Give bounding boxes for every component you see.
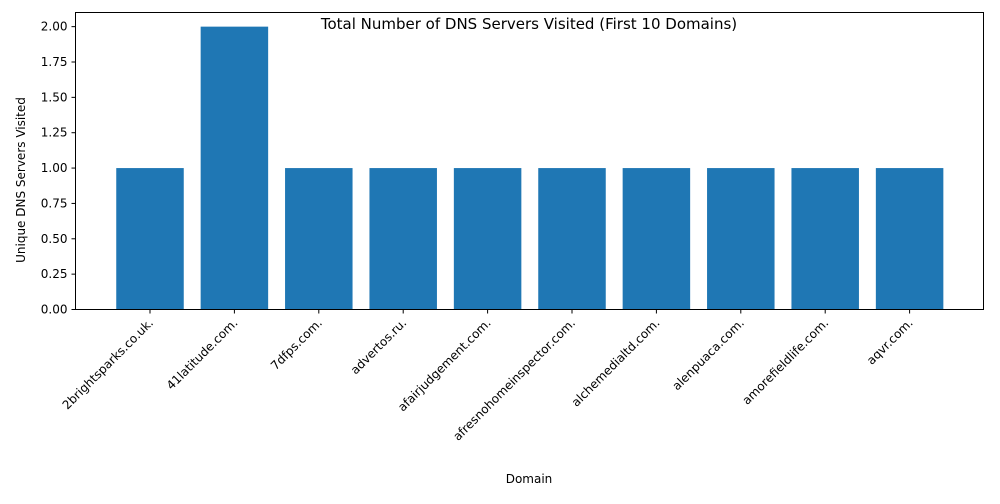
y-tick-label: 1.25	[41, 126, 68, 140]
y-tick-label: 1.50	[41, 90, 68, 104]
x-tick-label: 2brightsparks.co.uk.	[60, 316, 157, 413]
bars-group	[116, 26, 944, 310]
x-tick-label: 7dfps.com.	[268, 316, 325, 373]
y-tick-label: 0.00	[41, 303, 68, 317]
y-axis-ticks: 0.00 0.25 0.50 0.75 1.00 1.25 1.50 1.75 2.00	[41, 20, 76, 317]
x-axis-label: Domain	[506, 472, 553, 486]
x-tick-label: 41latitude.com.	[164, 316, 241, 393]
y-tick-label: 1.75	[41, 55, 68, 69]
y-tick-label: 0.25	[41, 267, 68, 281]
bar-9	[791, 168, 859, 310]
x-tick-label: aqvr.com.	[864, 316, 916, 368]
x-tick-label: alenpuaca.com.	[670, 316, 747, 393]
x-tick-label: alchemedialtd.com.	[569, 316, 663, 410]
bar-8	[707, 168, 775, 310]
x-tick-label: afairjudgement.com.	[395, 316, 494, 415]
y-tick-label: 0.75	[41, 196, 68, 210]
y-tick-label: 0.50	[41, 232, 68, 246]
bar-10	[875, 168, 944, 310]
x-tick-label: advertos.ru.	[348, 316, 409, 377]
y-axis-label: Unique DNS Servers Visited	[14, 97, 28, 263]
x-tick-label: amorefieldlife.com.	[739, 316, 831, 408]
x-axis-ticks: 2brightsparks.co.uk.41latitude.com. 7dfps…	[60, 309, 916, 444]
bar-3	[285, 168, 353, 310]
y-tick-label: 2.00	[41, 20, 68, 34]
bar-1	[116, 168, 184, 310]
bar-7	[622, 168, 691, 310]
chart-title: Total Number of DNS Servers Visited (Fir…	[320, 15, 737, 33]
bar-5	[453, 168, 522, 310]
bar-2	[200, 26, 269, 310]
y-tick-label: 1.00	[41, 161, 68, 175]
bar-6	[538, 168, 606, 310]
plot-area-frame	[75, 12, 984, 310]
bar-4	[369, 168, 437, 310]
